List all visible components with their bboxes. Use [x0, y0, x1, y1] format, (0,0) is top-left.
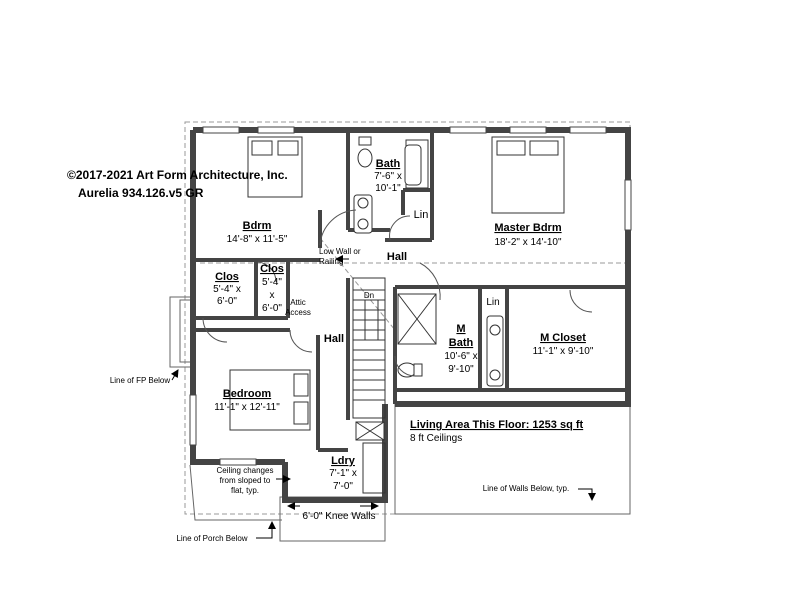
ceiling-note2: from sloped to: [220, 476, 271, 485]
mbath-dims1: 10'-6" x: [444, 351, 477, 362]
fixtures: [229, 136, 565, 494]
clos1-dims1: 5'-4" x: [213, 284, 241, 295]
attic-note2: Access: [285, 308, 311, 317]
living-area-title: Living Area This Floor: 1253 sq ft: [410, 419, 584, 431]
interior-walls: [193, 130, 628, 452]
walls-below-note: Line of Walls Below, typ.: [483, 484, 569, 493]
master-dims: 18'-2" x 14'-10": [494, 237, 562, 248]
mbath-name2: Bath: [449, 337, 474, 349]
door-swings: [202, 209, 593, 377]
mcloset-name: M Closet: [540, 332, 586, 344]
fp-below-note: Line of FP Below: [110, 376, 171, 385]
clos1-name: Clos: [215, 271, 239, 283]
ldry-dims2: 7'-0": [333, 481, 353, 492]
clos1-dims2: 6'-0": [217, 296, 237, 307]
stair-dn: Dn: [364, 291, 374, 300]
ceilings-note: 8 ft Ceilings: [410, 433, 462, 444]
bedroom-dims: 11'-1" x 12'-11": [214, 402, 280, 413]
attic-note1: Attic: [290, 298, 306, 307]
low-wall-note1: Low Wall or: [319, 247, 361, 256]
porch-below-note: Line of Porch Below: [176, 534, 247, 543]
leader-arrows: [170, 255, 596, 539]
ldry-dims1: 7'-1" x: [329, 468, 357, 479]
mcloset-dims: 11'-1" x 9'-10": [533, 346, 594, 357]
lin-upper-name: Lin: [414, 209, 429, 221]
low-wall-note2: Railing: [319, 257, 343, 266]
bdrm-name: Bdrm: [243, 220, 272, 232]
hall-upper-name: Hall: [387, 251, 407, 263]
lin-lower-name: Lin: [486, 297, 499, 308]
knee-walls-note: 6'-0" Knee Walls: [303, 511, 376, 522]
ldry-name: Ldry: [331, 455, 356, 467]
bedroom-name: Bedroom: [223, 388, 272, 400]
labels: ©2017-2021 Art Form Architecture, Inc. A…: [67, 158, 594, 543]
mbath-dims2: 9'-10": [448, 364, 474, 375]
bath-dims1: 7'-6" x: [374, 171, 402, 182]
bdrm-dims: 14'-8" x 11'-5": [227, 234, 288, 245]
master-name: Master Bdrm: [494, 222, 561, 234]
hall-lower-name: Hall: [324, 333, 344, 345]
clos2-dims2: x: [270, 290, 275, 301]
copyright-line1: ©2017-2021 Art Form Architecture, Inc.: [67, 168, 288, 182]
ceiling-note1: Ceiling changes: [217, 466, 274, 475]
porch-outline: [169, 296, 631, 542]
mbath-name1: M: [456, 323, 465, 335]
windows: [189, 126, 632, 466]
copyright-line2: Aurelia 934.126.v5 GR: [78, 186, 204, 200]
bath-name: Bath: [376, 158, 401, 170]
toilet-bath-icon: [357, 148, 373, 168]
bath-dims2: 10'-1": [375, 183, 401, 194]
clos2-dims3: 6'-0": [262, 303, 282, 314]
ceiling-note3: flat, typ.: [231, 486, 259, 495]
stair: [352, 277, 386, 419]
clos2-dims1: 5'-4": [262, 277, 282, 288]
clos2-name: Clos: [260, 263, 284, 275]
